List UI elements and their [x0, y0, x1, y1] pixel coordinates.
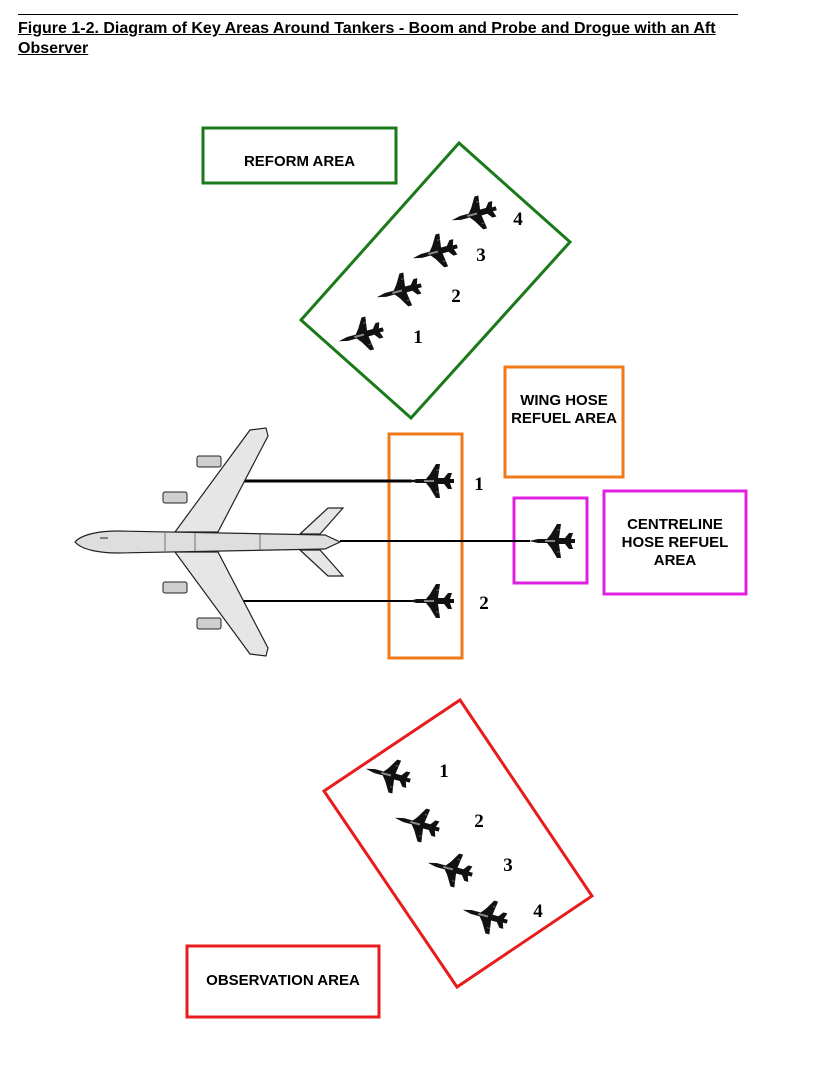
- reform-area-label-box: REFORM AREA: [201, 126, 398, 185]
- figure-title: Figure 1-2. Diagram of Key Areas Around …: [18, 20, 716, 57]
- wing-fighter-jet-icon-1: [407, 463, 455, 499]
- centreline-label-box: CENTRELINE HOSE REFUEL AREA: [602, 489, 748, 596]
- observation-area-label-box: OBSERVATION AREA: [185, 944, 381, 1019]
- reform-number-2: 2: [451, 286, 461, 307]
- observation-area-label: OBSERVATION AREA: [206, 972, 360, 989]
- reform-area-label: REFORM AREA: [244, 153, 355, 170]
- observation-receivers: 1 2 3 4: [360, 751, 543, 939]
- reform-fighter-jet-icon-3: [407, 229, 463, 276]
- observation-number-2: 2: [474, 811, 484, 832]
- title-rule: [18, 14, 738, 15]
- reform-fighter-jet-icon-4: [446, 191, 502, 238]
- observation-number-3: 3: [503, 855, 513, 876]
- wing-fighter-jet-icon-2: [407, 583, 455, 619]
- reform-number-3: 3: [476, 245, 486, 266]
- reform-area-boundary: [298, 140, 573, 421]
- observation-area-label-border: [185, 944, 381, 1019]
- wing-hose-label-border: [503, 365, 625, 479]
- wing-hose-label-line-2: REFUEL AREA: [511, 410, 617, 427]
- wing-hose-label-line-1: WING HOSE: [520, 392, 608, 409]
- wing-number-2: 2: [479, 593, 489, 614]
- reform-fighter-jet-icon-2: [371, 268, 427, 315]
- observation-area-boundary: [321, 697, 595, 990]
- reform-number-1: 1: [413, 327, 423, 348]
- wing-hose-refuel-area-boundary: [387, 432, 464, 660]
- reform-fighter-jet-icon-1: [333, 312, 389, 359]
- observation-fighter-jet-icon-4: [457, 892, 513, 939]
- refuel-hoses: [238, 479, 530, 602]
- reform-receivers: 1 2 3 4: [333, 191, 523, 359]
- observation-fighter-jet-icon-2: [389, 800, 445, 847]
- tanker-aircraft-icon: [74, 427, 345, 657]
- centreline-fighter-jet-icon: [528, 523, 576, 559]
- wing-hose-label-box: WING HOSE REFUEL AREA: [503, 365, 625, 479]
- centreline-label-line-3: AREA: [654, 552, 697, 569]
- reform-number-4: 4: [513, 209, 523, 230]
- centreline-label-border: [602, 489, 748, 596]
- wing-number-1: 1: [474, 474, 484, 495]
- centreline-label-line-2: HOSE REFUEL: [622, 534, 729, 551]
- refuel-receivers: 1 2: [407, 463, 576, 619]
- reform-area-label-border: [201, 126, 398, 185]
- centreline-label-line-1: CENTRELINE: [627, 516, 723, 533]
- observation-number-1: 1: [439, 761, 449, 782]
- observation-fighter-jet-icon-3: [422, 845, 478, 892]
- observation-number-4: 4: [533, 901, 543, 922]
